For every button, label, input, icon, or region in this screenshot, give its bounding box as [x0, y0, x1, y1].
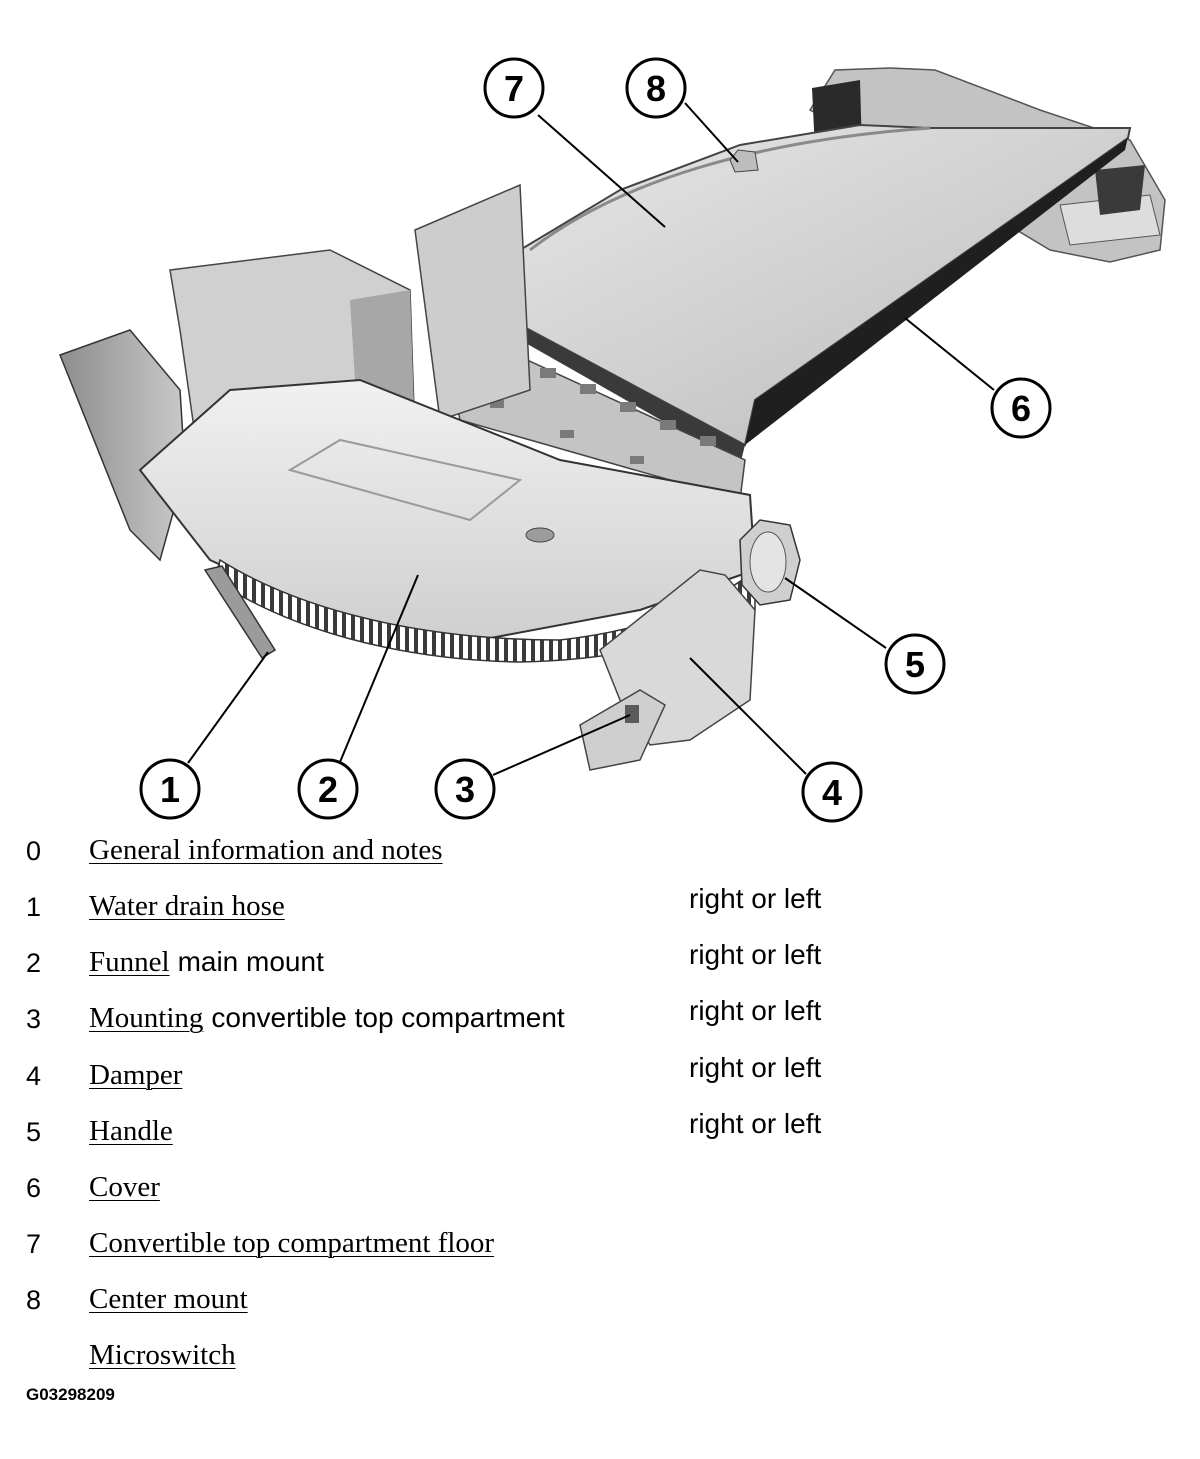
svg-text:5: 5 — [905, 644, 925, 685]
parts-row: 6 Cover — [0, 1163, 1200, 1219]
part-link-microswitch[interactable]: Microswitch — [89, 1339, 236, 1371]
svg-text:3: 3 — [455, 769, 475, 810]
part-link-center-mount[interactable]: Center mount — [89, 1283, 248, 1315]
part-link-water-drain-hose[interactable]: Water drain hose — [89, 890, 285, 922]
part-description: main mount — [177, 946, 324, 977]
component-illustration: 1 2 3 4 5 6 7 8 — [59, 57, 1166, 823]
part-number: 3 — [26, 1004, 42, 1034]
svg-text:4: 4 — [822, 772, 842, 813]
center-mount — [729, 149, 759, 173]
parts-row: Microswitch — [0, 1331, 1200, 1387]
svg-text:2: 2 — [318, 769, 338, 810]
part-link-convertible-top-compartment-floor[interactable]: Convertible top compartment floor — [89, 1227, 495, 1259]
part-number: 4 — [26, 1061, 42, 1091]
part-side-note: right or left — [689, 995, 822, 1026]
svg-text:1: 1 — [160, 769, 180, 810]
part-number: 6 — [26, 1173, 42, 1203]
leader-lines — [187, 102, 995, 776]
damper-and-mounting — [579, 569, 756, 771]
callout-1: 1 — [139, 758, 201, 820]
part-side-note: right or left — [689, 883, 822, 914]
parts-row: 8 Center mount — [0, 1275, 1200, 1331]
part-number: 2 — [26, 948, 42, 978]
svg-text:8: 8 — [646, 68, 666, 109]
callout-5: 5 — [884, 633, 946, 695]
callout-3: 3 — [434, 758, 496, 820]
callout-2: 2 — [297, 758, 359, 820]
part-link-funnel[interactable]: Funnel — [89, 946, 170, 978]
part-link-mounting[interactable]: Mounting — [89, 1002, 204, 1034]
part-number: 0 — [26, 836, 42, 866]
part-number: 5 — [26, 1117, 42, 1147]
part-number: 8 — [26, 1285, 42, 1315]
part-number: 1 — [26, 892, 42, 922]
parts-row: 0 General information and notes — [0, 826, 1200, 882]
parts-row: 7 Convertible top compartment floor — [0, 1219, 1200, 1275]
part-number: 7 — [26, 1229, 42, 1259]
part-link-damper[interactable]: Damper — [89, 1059, 183, 1091]
part-side-note: right or left — [689, 939, 822, 970]
parts-row: 4 Damper right or left — [0, 1051, 1200, 1107]
water-drain-hose — [203, 565, 277, 660]
part-side-note: right or left — [689, 1052, 822, 1083]
callout-4: 4 — [801, 761, 863, 823]
part-side-note: right or left — [689, 1108, 822, 1139]
callout-7: 7 — [483, 57, 545, 119]
part-description: convertible top compartment — [211, 1002, 565, 1033]
handle — [739, 519, 801, 606]
part-link-general-information[interactable]: General information and notes — [89, 834, 443, 866]
callout-8: 8 — [625, 57, 687, 119]
parts-row: 5 Handle right or left — [0, 1107, 1200, 1163]
svg-text:6: 6 — [1011, 388, 1031, 429]
svg-text:7: 7 — [504, 68, 524, 109]
figure-id: G03298209 — [26, 1385, 115, 1404]
part-link-cover[interactable]: Cover — [89, 1171, 160, 1203]
callout-6: 6 — [990, 377, 1052, 439]
part-link-handle[interactable]: Handle — [89, 1115, 173, 1147]
parts-row: 1 Water drain hose right or left — [0, 882, 1200, 938]
